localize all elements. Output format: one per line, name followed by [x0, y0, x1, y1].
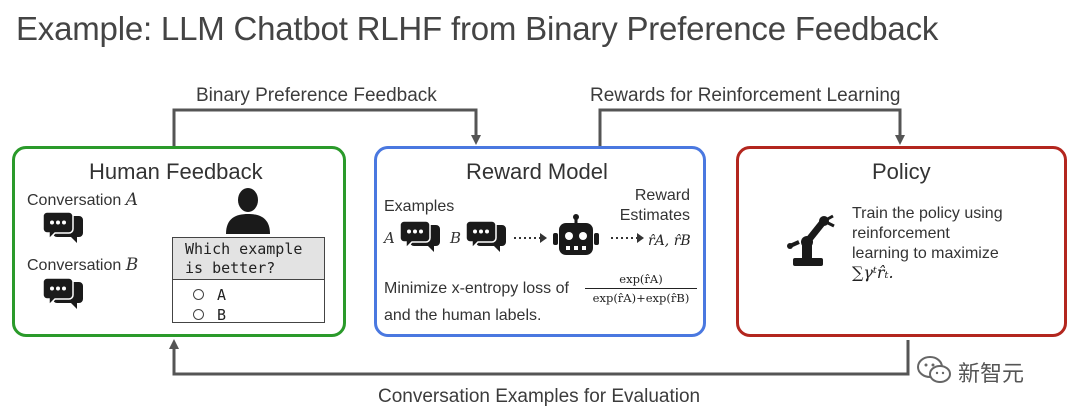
reward-model-title: Reward Model	[466, 159, 608, 184]
examples-label: Examples	[384, 198, 455, 215]
fraction-numerator: exp(r̂A)	[619, 272, 663, 286]
chat-bubbles-icon	[400, 221, 440, 252]
reward-estimates-formula: r̂A, r̂B	[648, 233, 691, 249]
chat-bubbles-icon	[466, 221, 506, 252]
radio-icon[interactable]	[193, 309, 204, 320]
conversation-a-label: Conversation A	[27, 190, 139, 210]
human-feedback-title: Human Feedback	[89, 159, 263, 184]
policy-formula: ∑γᵗr̂ₜ.	[852, 263, 894, 282]
chat-bubbles-icon	[43, 278, 83, 309]
robot-arm-icon	[787, 214, 835, 266]
example-a-var: A	[384, 229, 395, 247]
dotted-arrow-icon	[611, 233, 644, 243]
person-icon	[226, 188, 270, 234]
conversation-b-label: Conversation B	[27, 255, 139, 275]
option-a[interactable]: A	[193, 286, 226, 304]
example-b-var: B	[450, 229, 462, 247]
loss-text: Minimize x-entropy loss of	[384, 280, 569, 297]
reward-estimates-label: Reward Estimates	[619, 187, 690, 224]
question-text: Which example is better?	[173, 238, 324, 280]
policy-box	[736, 146, 1067, 337]
dotted-arrow-icon	[514, 233, 547, 243]
radio-icon[interactable]	[193, 289, 204, 300]
evaluation-label: Conversation Examples for Evaluation	[378, 386, 701, 407]
policy-title: Policy	[872, 159, 931, 184]
rewards-arrow	[598, 108, 905, 146]
evaluation-arrow	[169, 339, 910, 376]
robot-icon	[553, 214, 599, 255]
wechat-icon	[917, 356, 951, 383]
policy-description: Train the policy using reinforcement lea…	[852, 205, 1003, 262]
option-b[interactable]: B	[193, 306, 226, 324]
softmax-fraction: exp(r̂A) exp(r̂A)+exp(r̂B)	[585, 272, 697, 305]
loss-text-continued: and the human labels.	[384, 307, 542, 324]
page-title: Example: LLM Chatbot RLHF from Binary Pr…	[16, 10, 939, 47]
rewards-rl-label: Rewards for Reinforcement Learning	[590, 85, 901, 106]
chat-bubbles-icon	[43, 212, 83, 243]
watermark-text: 新智元	[958, 362, 1025, 387]
preference-question-card: Which example is better? A B	[172, 237, 325, 324]
binary-feedback-label: Binary Preference Feedback	[196, 85, 437, 106]
fraction-denominator: exp(r̂A)+exp(r̂B)	[592, 291, 690, 305]
binary-feedback-arrow	[172, 108, 481, 146]
